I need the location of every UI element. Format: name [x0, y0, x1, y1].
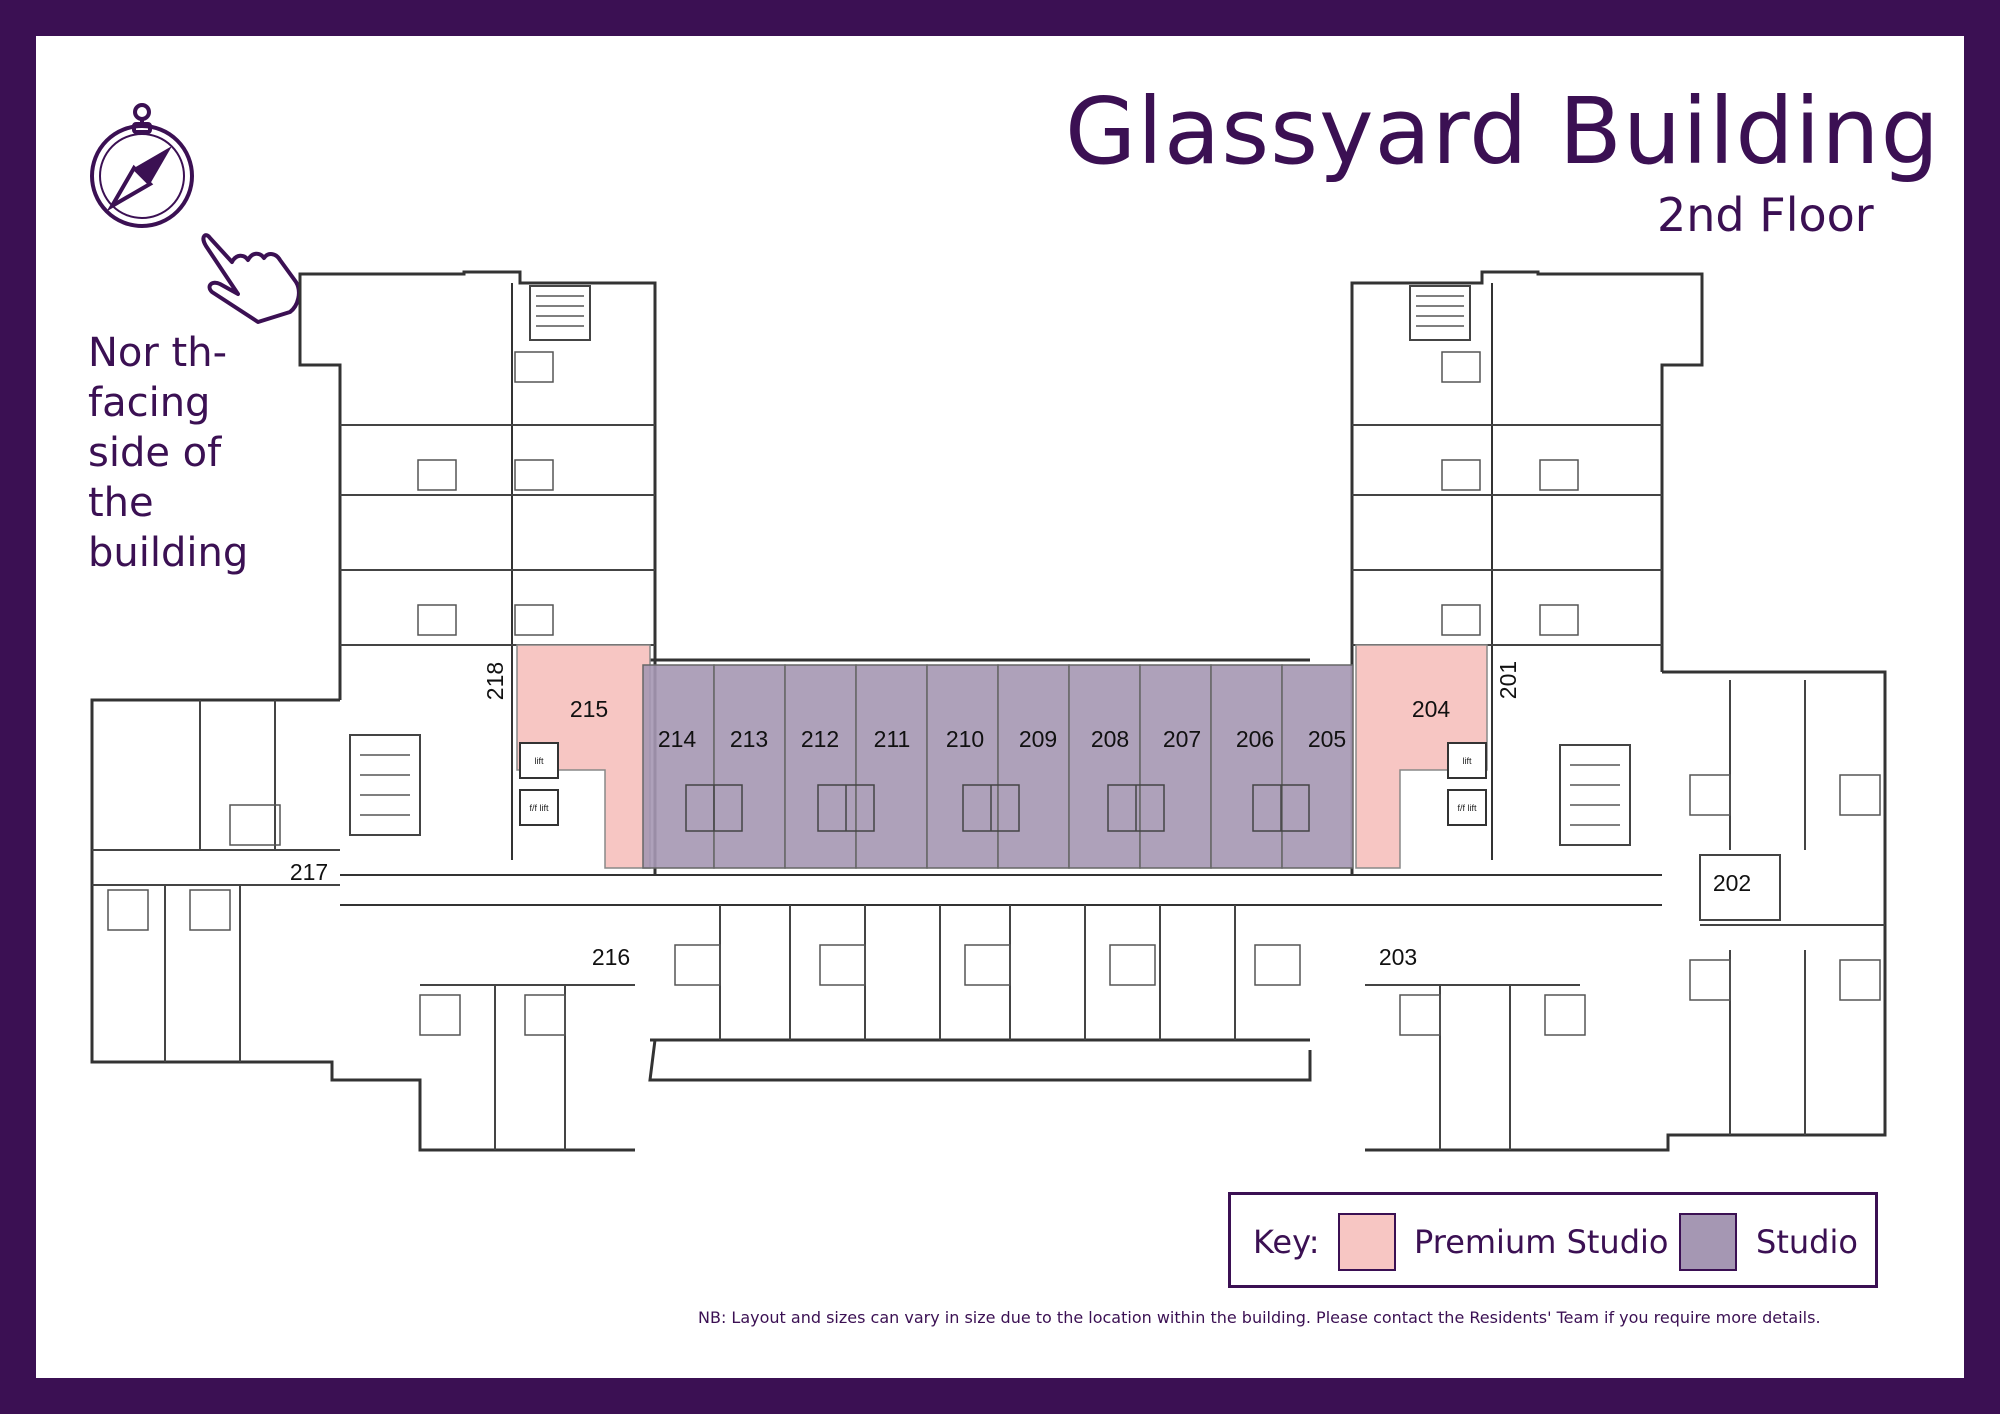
room-208-area [1068, 664, 1141, 869]
room-212-area [784, 664, 857, 869]
room-number-203: 203 [1379, 944, 1417, 970]
north-facing-note: Nor th- facing side of the building [88, 328, 328, 578]
room-204-area [1355, 644, 1488, 869]
room-213-area [713, 664, 786, 869]
room-number-218: 218 [482, 662, 508, 700]
premium-studio-label: Premium Studio [1414, 1223, 1669, 1261]
premium-studio-rooms [516, 644, 1488, 869]
room-number-212: 212 [801, 726, 839, 752]
room-number-216: 216 [592, 944, 630, 970]
north-note-line: Nor th- [88, 330, 228, 376]
room-number-215: 215 [570, 696, 608, 722]
studio-label: Studio [1756, 1223, 1858, 1261]
room-number-217: 217 [290, 859, 328, 885]
room-211-area [855, 664, 928, 869]
room-number-213: 213 [730, 726, 768, 752]
room-number-207: 207 [1163, 726, 1201, 752]
room-number-202: 202 [1713, 870, 1751, 896]
room-number-208: 208 [1091, 726, 1129, 752]
room-206-area [1210, 664, 1283, 869]
legend-key: Key: Premium Studio Studio [1228, 1192, 1878, 1288]
lift-label: f/f lift [529, 803, 549, 813]
premium-studio-swatch [1338, 1213, 1396, 1271]
lift-label: lift [1463, 756, 1472, 766]
lift-label: f/f lift [1457, 803, 1477, 813]
room-number-214: 214 [658, 726, 697, 752]
studio-swatch [1679, 1213, 1737, 1271]
floor-subtitle: 2nd Floor [1657, 188, 1874, 242]
north-note-line: facing [88, 380, 211, 426]
room-209-area [997, 664, 1070, 869]
north-note-line: side of [88, 430, 222, 476]
room-210-area [926, 664, 999, 869]
room-214-area [642, 664, 715, 869]
room-number-205: 205 [1308, 726, 1346, 752]
north-note-line: building [88, 530, 249, 576]
studio-rooms [642, 664, 1354, 869]
lift-box-left-2 [519, 789, 559, 826]
room-205-area [1281, 664, 1354, 869]
room-215-area [516, 644, 651, 869]
room-number-211: 211 [874, 726, 911, 752]
room-number-209: 209 [1019, 726, 1057, 752]
layout-disclaimer: NB: Layout and sizes can vary in size du… [698, 1308, 1821, 1327]
pointing-hand-icon [201, 233, 301, 324]
north-note-line: the [88, 480, 154, 526]
lift-box-left-1 [519, 742, 559, 779]
room-207-area [1139, 664, 1212, 869]
lift-box-right-2 [1447, 789, 1487, 826]
lift-box-right-1 [1447, 742, 1487, 779]
room-number-204: 204 [1412, 696, 1451, 722]
key-label: Key: [1253, 1223, 1320, 1261]
building-title: Glassyard Building [1065, 78, 1940, 185]
room-number-201: 201 [1495, 661, 1521, 699]
compass-icon [90, 103, 194, 228]
room-number-210: 210 [946, 726, 984, 752]
lift-label: lift [535, 756, 544, 766]
room-number-206: 206 [1236, 726, 1274, 752]
